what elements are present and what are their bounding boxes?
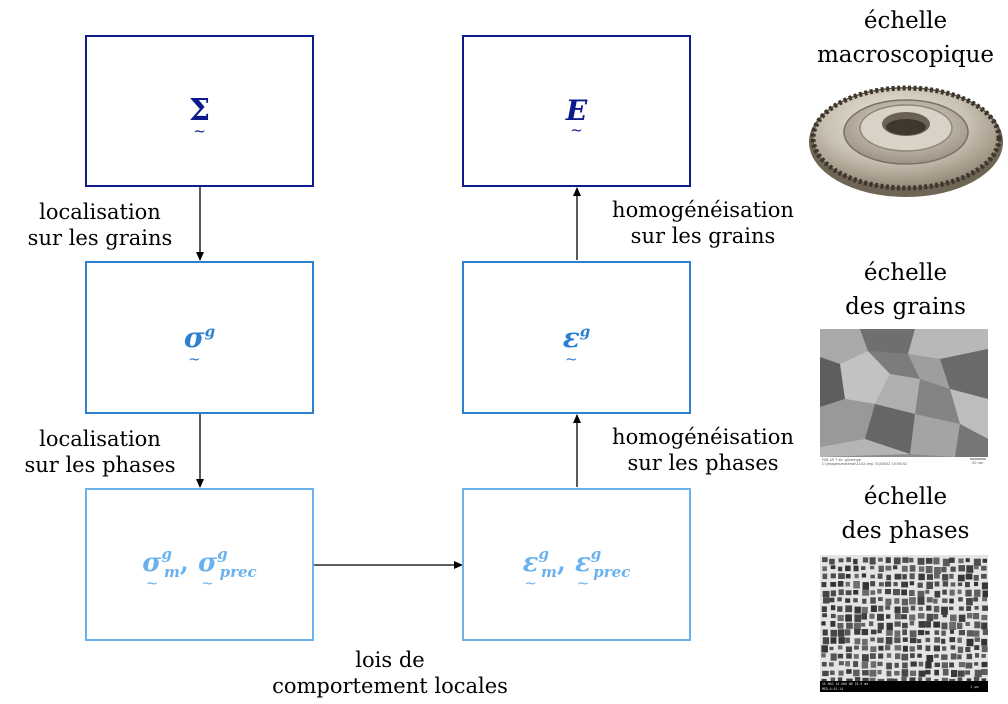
symbol-sigma-grain: σ~g <box>183 320 216 368</box>
label-scale-macro: échelle macroscopique <box>816 8 994 68</box>
symbol-e-macro: E~ <box>565 94 588 139</box>
photo-phases-micrograph: SE MAG 10.000 WD 18.9 mm MED-A-01-14 1 μ… <box>820 555 988 692</box>
label-localisation-grains: localisation sur les grains <box>27 200 173 250</box>
phases-footer-scale: 1 μm <box>970 685 978 689</box>
phases-footer-line1: SE MAG 10.000 WD 18.9 mm <box>822 682 868 686</box>
box-grain-strain: ε~g <box>462 261 691 414</box>
symbol-epsilon-grain: ε~g <box>562 320 591 368</box>
grains-scale-bar-label: 50 um <box>972 461 984 465</box>
box-grain-stress: σ~g <box>85 261 314 414</box>
label-homogeneisation-phases: homogénéisation sur les phases <box>612 425 794 475</box>
phases-footer-line2: MED-A-01-14 <box>822 687 843 691</box>
symbol-sigma-macro: Σ~ <box>188 93 211 140</box>
grains-footer-line2: C:\images\material\1102.tmp 31/08/02 10:… <box>822 462 907 466</box>
box-phase-strain: ε~gm, ε~gprec <box>462 488 691 641</box>
box-macro-strain: E~ <box>462 35 691 187</box>
box-phase-stress: σ~gm, σ~gprec <box>85 488 314 641</box>
label-scale-phases: échelle des phases <box>841 484 970 544</box>
label-localisation-phases: localisation sur les phases <box>24 427 176 477</box>
label-lois-comportement: lois de comportement locales <box>272 648 508 698</box>
label-homogeneisation-grains: homogénéisation sur les grains <box>612 198 794 248</box>
photo-turbine-disk <box>806 72 1006 204</box>
label-scale-grains: échelle des grains <box>845 260 966 320</box>
symbol-epsilon-phases: ε~gm, ε~gprec <box>522 545 631 592</box>
photo-grains-micrograph: F08 LR T all. gl/cemge C:\images\materia… <box>820 329 988 466</box>
grains-footer-line1: F08 LR T all. gl/cemge <box>822 458 861 462</box>
box-macro-stress: Σ~ <box>85 35 314 187</box>
symbol-sigma-phases: σ~gm, σ~gprec <box>142 545 257 592</box>
